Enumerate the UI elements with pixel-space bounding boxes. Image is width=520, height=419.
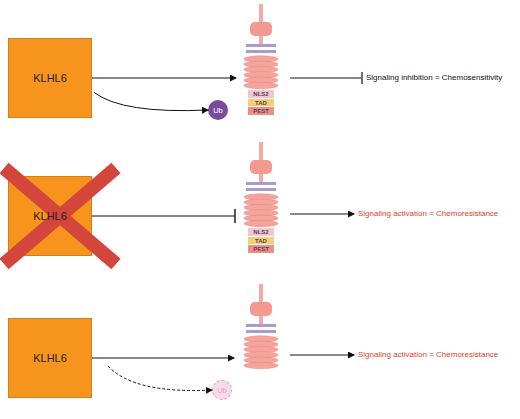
- outcome-label: Signaling activation = Chemoresistance: [358, 350, 498, 360]
- tad-band: [248, 237, 274, 244]
- receptor-head: [250, 302, 272, 316]
- domain-name: NLS2: [248, 90, 274, 98]
- protein-name: KLHL6: [33, 72, 67, 84]
- domain-name: PEST: [248, 107, 274, 115]
- protein-box: KLHL6: [8, 38, 92, 118]
- membrane-band: [246, 44, 276, 47]
- protein-box: KLHL6: [8, 318, 92, 398]
- domain-name: TAD: [248, 237, 274, 245]
- domain-name: NLS2: [248, 228, 274, 236]
- membrane-band: [246, 50, 276, 53]
- ubiquitin-label: Ub: [217, 386, 227, 395]
- receptor-head: [250, 160, 272, 174]
- receptor-head: [250, 22, 272, 36]
- pest-band: [248, 245, 274, 253]
- outcome-label: Signaling activation = Chemoresistance: [358, 209, 498, 219]
- ubiquitin-circle: Ub: [212, 380, 232, 400]
- receptor-shape: [236, 284, 286, 396]
- inhibition-line: [290, 78, 361, 79]
- pest-band: [248, 107, 274, 115]
- inhibition-connector: [92, 216, 235, 217]
- receptor-node: NLS2TADPEST: [236, 142, 286, 254]
- repeat-domain: [244, 220, 278, 226]
- arrow-connector: [92, 78, 236, 79]
- membrane-band: [246, 324, 276, 327]
- receptor-node: NLS2TADPEST: [236, 4, 286, 116]
- protein-box: KLHL6: [8, 176, 92, 256]
- nls-band: [248, 228, 274, 236]
- domain-name: PEST: [248, 245, 274, 253]
- membrane-band: [246, 188, 276, 191]
- activation-arrow: [290, 355, 354, 356]
- repeat-domain: [244, 362, 278, 368]
- receptor-shape: [236, 142, 286, 254]
- binding-arrow: [92, 358, 234, 359]
- domain-name: TAD: [248, 99, 274, 107]
- repeat-domain: [244, 82, 278, 88]
- membrane-band: [246, 330, 276, 333]
- receptor-shape: [236, 4, 286, 116]
- protein-name: KLHL6: [33, 210, 67, 222]
- membrane-band: [246, 182, 276, 185]
- arrow-connector: [94, 92, 208, 110]
- protein-name: KLHL6: [33, 352, 67, 364]
- inhibition-bar: [361, 72, 362, 84]
- outcome-label: Signaling inhibition = Chemosensitivity: [366, 73, 502, 83]
- arrow-connector: [108, 366, 212, 391]
- activation-arrow: [290, 214, 354, 215]
- ubiquitin-label: Ub: [213, 106, 223, 115]
- tad-band: [248, 99, 274, 106]
- receptor-illustration: [236, 284, 286, 374]
- nls-band: [248, 90, 274, 98]
- ubiquitin-circle: Ub: [208, 100, 228, 120]
